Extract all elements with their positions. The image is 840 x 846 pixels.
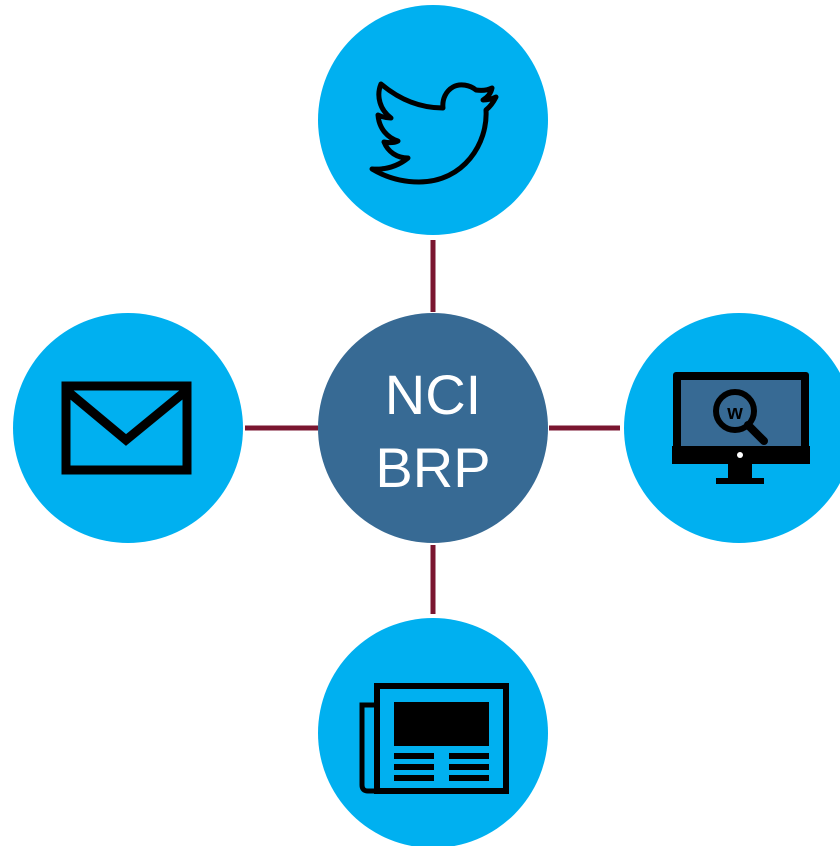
hub-label-line2: BRP: [375, 436, 490, 499]
svg-text:w: w: [726, 402, 743, 424]
hub-label-line1: NCI: [385, 363, 481, 426]
node-website: w: [624, 313, 840, 543]
twitter-circle: [318, 5, 548, 235]
newspaper-icon: [359, 683, 509, 794]
monitor-web-search-icon: w: [672, 372, 810, 484]
hub-circle: [318, 313, 548, 543]
node-email: [13, 313, 243, 543]
node-twitter: [318, 5, 548, 235]
twitter-bird-icon: [369, 81, 499, 185]
email-circle: [13, 313, 243, 543]
hub-node: NCI BRP: [318, 313, 548, 543]
node-newsletter: [318, 618, 548, 846]
connectors: [245, 240, 620, 614]
envelope-icon: [61, 381, 192, 475]
